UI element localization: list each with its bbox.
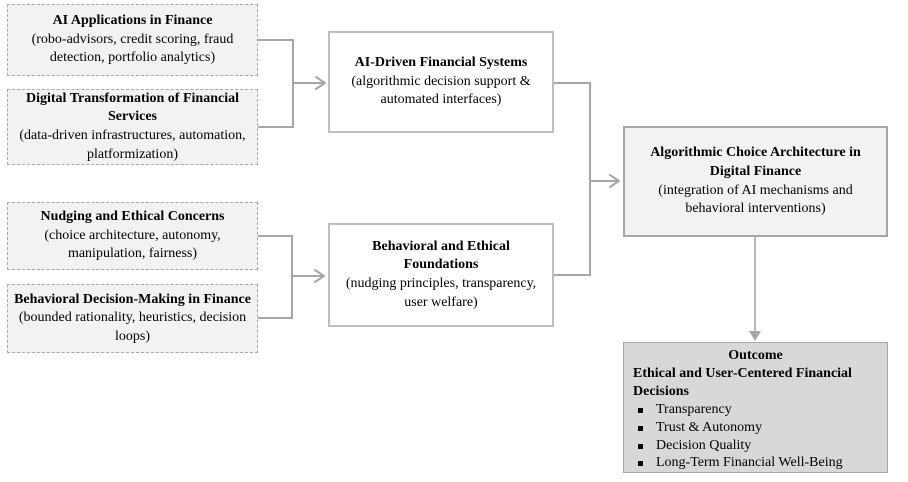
connector-top-left-merge <box>258 39 326 128</box>
bullet-label: Transparency <box>656 401 732 417</box>
box-title: Behavioral and Ethical Foundations <box>372 238 510 273</box>
arrowhead-right-icon <box>315 76 326 90</box>
bullet-square-icon <box>638 425 643 431</box>
box-title: AI-Driven Financial Systems <box>354 55 528 71</box>
connector-to-outcome <box>749 237 761 341</box>
connector-middle-merge <box>554 82 620 276</box>
box-subtitle: (algorithmic decision support & automate… <box>351 73 531 108</box>
box-ai-driven-financial-systems: AI-Driven Financial Systems (algorithmic… <box>328 31 554 133</box>
bullet-square-icon <box>638 461 643 467</box>
box-nudging-ethical-concerns: Nudging and Ethical Concerns (choice arc… <box>7 202 258 270</box>
box-title: Algorithmic Choice Architecture in Digit… <box>650 145 861 179</box>
box-title: Behavioral Decision-Making in Finance <box>14 291 251 307</box>
box-subtitle: (choice architecture, autonomy, manipula… <box>44 227 221 262</box>
outcome-bullet: Trust & Autonomy <box>633 419 878 437</box>
box-algorithmic-choice-architecture: Algorithmic Choice Architecture in Digit… <box>623 126 888 237</box>
bullet-label: Decision Quality <box>656 437 752 453</box>
arrowhead-right-icon <box>314 269 325 283</box>
box-subtitle: (bounded rationality, heuristics, decisi… <box>18 310 247 344</box>
box-subtitle: (nudging principles, transparency, user … <box>345 276 537 310</box>
box-outcome: Outcome Ethical and User-Centered Financ… <box>623 342 888 473</box>
outcome-bullet: Long-Term Financial Well-Being <box>633 454 878 472</box>
arrowhead-down-icon <box>749 331 761 341</box>
arrowhead-right-icon <box>609 174 620 188</box>
box-title: AI Applications in Finance <box>52 13 213 29</box>
bullet-label: Long-Term Financial Well-Being <box>656 455 843 471</box>
outcome-bullet: Transparency <box>633 401 878 419</box>
box-behavioral-ethical-foundations: Behavioral and Ethical Foundations (nudg… <box>328 223 554 327</box>
box-subtitle: (data-driven infrastructures, automation… <box>19 128 246 162</box>
box-behavioral-decision-making: Behavioral Decision-Making in Finance (b… <box>7 284 258 353</box>
bullet-square-icon <box>638 407 643 413</box>
box-title: Nudging and Ethical Concerns <box>40 209 225 225</box>
box-digital-transformation: Digital Transformation of Financial Serv… <box>7 89 258 165</box>
bullet-square-icon <box>638 443 643 449</box>
box-subtitle: (robo-advisors, credit scoring, fraud de… <box>31 31 234 66</box>
box-ai-applications: AI Applications in Finance (robo-advisor… <box>7 4 258 76</box>
box-subtitle: (integration of AI mechanisms and behavi… <box>658 182 853 217</box>
outcome-bullet: Decision Quality <box>633 437 878 455</box>
box-title: Digital Transformation of Financial Serv… <box>26 90 239 125</box>
outcome-title: Ethical and User-Centered Financial Deci… <box>633 365 852 399</box>
outcome-heading: Outcome <box>728 348 783 363</box>
bullet-label: Trust & Autonomy <box>656 419 763 435</box>
connector-bottom-left-merge <box>258 235 325 319</box>
